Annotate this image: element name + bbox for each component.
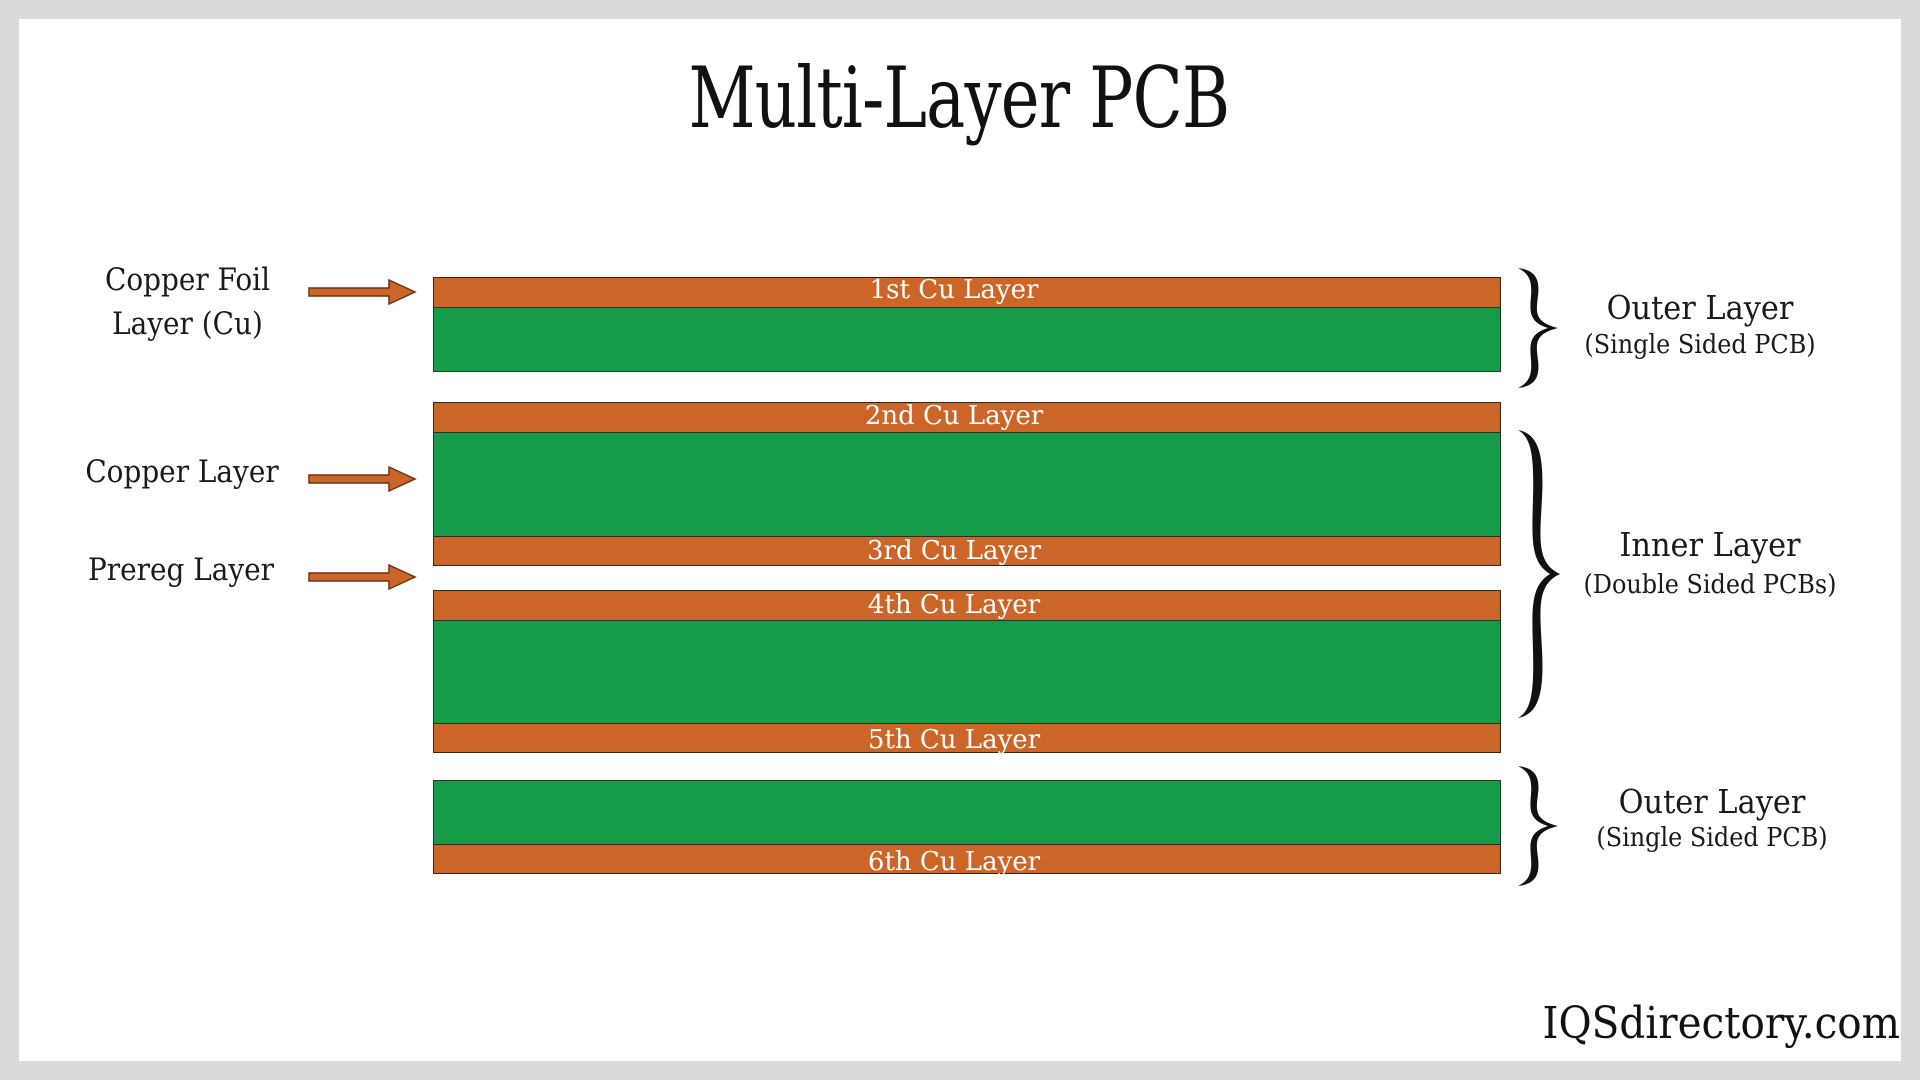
arrow-right-icon bbox=[308, 278, 417, 306]
layer-stack-inner-2: 4th Cu Layer 5th Cu Layer bbox=[433, 590, 1501, 755]
group-outer-bottom-subtitle: (Single Sided PCB) bbox=[1596, 823, 1828, 853]
copper-layer-2-label: 2nd Cu Layer bbox=[864, 401, 1044, 431]
layer-stack-outer-bottom: 6th Cu Layer bbox=[433, 780, 1501, 877]
copper-layer-3 bbox=[433, 536, 1501, 566]
substrate-layer-1 bbox=[433, 307, 1501, 372]
substrate-layer-3 bbox=[433, 620, 1501, 724]
arrow-right-icon bbox=[308, 465, 417, 493]
group-inner-title: Inner Layer bbox=[1619, 525, 1801, 564]
group-outer-bottom-title: Outer Layer bbox=[1618, 782, 1806, 821]
label-copper-layer-text: Copper Layer bbox=[85, 454, 279, 490]
group-outer-top-subtitle: (Single Sided PCB) bbox=[1584, 330, 1816, 360]
curly-brace-icon bbox=[1518, 268, 1558, 388]
substrate-layer-2 bbox=[433, 432, 1501, 537]
copper-layer-5-label: 5th Cu Layer bbox=[867, 725, 1041, 755]
diagram-title: Multi-Layer PCB bbox=[688, 49, 1230, 147]
label-copper-foil-line2: Layer (Cu) bbox=[112, 306, 263, 342]
label-copper-foil-line1: Copper Foil bbox=[104, 262, 271, 298]
copper-layer-3-label: 3rd Cu Layer bbox=[866, 536, 1042, 566]
copper-layer-1-label: 1st Cu Layer bbox=[869, 275, 1039, 305]
copper-layer-4-label: 4th Cu Layer bbox=[867, 590, 1041, 620]
copper-layer-1 bbox=[433, 277, 1501, 308]
curly-brace-icon bbox=[1518, 430, 1560, 718]
layer-stack-inner-1: 2nd Cu Layer 3rd Cu Layer bbox=[433, 401, 1501, 566]
copper-layer-6 bbox=[433, 844, 1501, 874]
label-copper-foil: Copper Foil Layer (Cu) bbox=[91, 258, 285, 346]
group-outer-top-title: Outer Layer bbox=[1606, 288, 1794, 327]
watermark: IQSdirectory.com bbox=[1542, 998, 1900, 1049]
label-copper-layer: Copper Layer bbox=[74, 450, 290, 494]
layer-stack-outer-top: 1st Cu Layer bbox=[433, 275, 1501, 372]
copper-layer-6-label: 6th Cu Layer bbox=[867, 847, 1041, 877]
label-prereg-layer: Prereg Layer bbox=[78, 548, 285, 592]
group-inner-subtitle: (Double Sided PCBs) bbox=[1583, 570, 1837, 600]
substrate-layer-4 bbox=[433, 780, 1501, 845]
label-prereg-layer-text: Prereg Layer bbox=[88, 552, 274, 588]
curly-brace-icon bbox=[1518, 766, 1558, 886]
copper-layer-4 bbox=[433, 590, 1501, 621]
arrow-right-icon bbox=[308, 563, 417, 591]
copper-layer-5 bbox=[433, 723, 1501, 753]
